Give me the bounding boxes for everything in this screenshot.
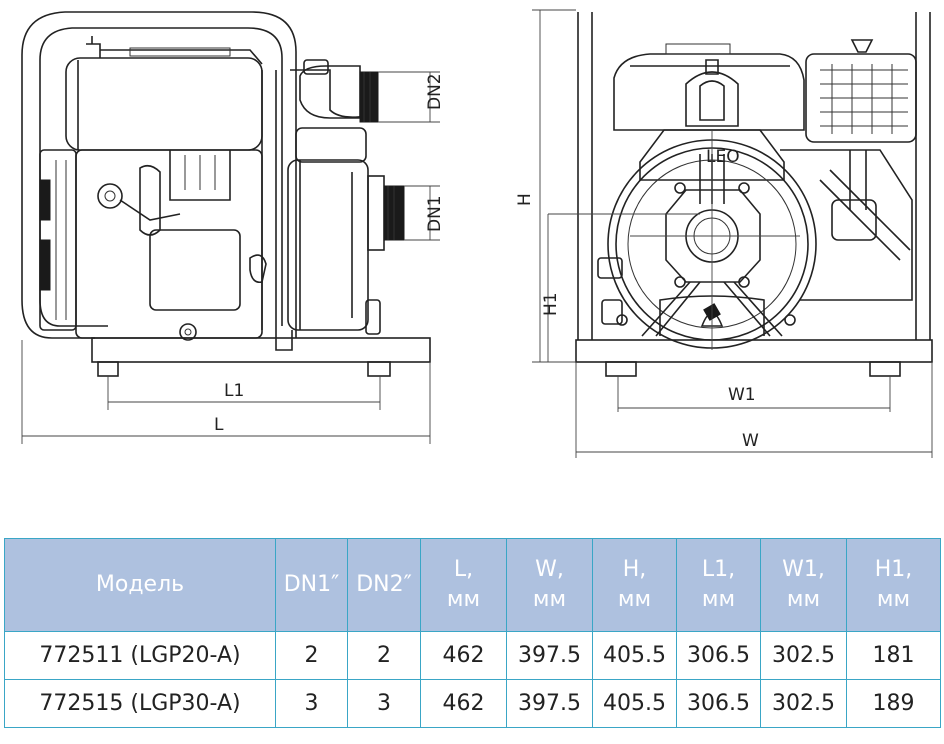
cell-h: 405.5	[592, 679, 677, 728]
cell-l1: 306.5	[676, 631, 761, 680]
header-dn1: DN1″	[275, 538, 348, 632]
cell-h1: 189	[846, 679, 941, 728]
dim-label-h: H	[515, 193, 535, 206]
header-h: H,мм	[592, 538, 677, 632]
cell-l: 462	[420, 679, 507, 728]
cell-dn2: 3	[347, 679, 421, 728]
cell-w1: 302.5	[760, 631, 847, 680]
cell-l: 462	[420, 631, 507, 680]
dim-label-l1: L1	[224, 381, 244, 401]
logo-text: LEO	[706, 147, 740, 167]
header-w1: W1,мм	[760, 538, 847, 632]
dim-label-h1: H1	[541, 292, 561, 316]
dim-label-dn1: DN1	[425, 195, 445, 232]
spec-table: Модель DN1″ DN2″ L,мм W,мм H,мм L1,мм W1…	[4, 538, 941, 728]
header-dn2: DN2″	[347, 538, 421, 632]
cell-w1: 302.5	[760, 679, 847, 728]
cell-h1: 181	[846, 631, 941, 680]
header-h1: H1,мм	[846, 538, 941, 632]
table-row: 772511 (LGP20-A) 2 2 462 397.5 405.5 306…	[4, 631, 941, 680]
cell-h: 405.5	[592, 631, 677, 680]
cell-model: 772511 (LGP20-A)	[4, 631, 276, 680]
cell-w: 397.5	[506, 679, 593, 728]
table-row: 772515 (LGP30-A) 3 3 462 397.5 405.5 306…	[4, 679, 941, 728]
dim-label-l: L	[214, 415, 224, 435]
front-view: LEO	[532, 9, 933, 458]
cell-dn1: 3	[275, 679, 348, 728]
header-l: L,мм	[420, 538, 507, 632]
pump-dimension-drawing: LEO DN2 DN1 L1 L H H1 W1 W	[21, 9, 933, 458]
cell-model: 772515 (LGP30-A)	[4, 679, 276, 728]
cell-w: 397.5	[506, 631, 593, 680]
side-view	[21, 11, 440, 444]
cell-l1: 306.5	[676, 679, 761, 728]
dim-label-w1: W1	[728, 385, 756, 405]
cell-dn1: 2	[275, 631, 348, 680]
header-w: W,мм	[506, 538, 593, 632]
cell-dn2: 2	[347, 631, 421, 680]
spec-table-header-row: Модель DN1″ DN2″ L,мм W,мм H,мм L1,мм W1…	[4, 538, 941, 632]
dim-label-w: W	[742, 431, 759, 451]
header-l1: L1,мм	[676, 538, 761, 632]
header-model: Модель	[4, 538, 276, 632]
dim-label-dn2: DN2	[425, 73, 445, 110]
